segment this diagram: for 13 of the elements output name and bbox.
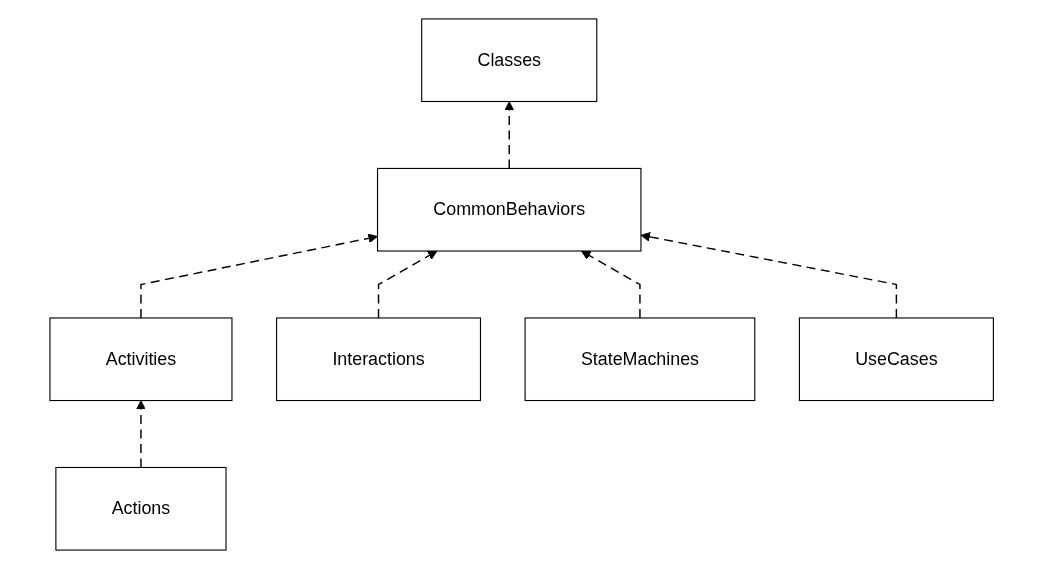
arrow <box>640 232 897 319</box>
node-box: Classes <box>421 18 598 103</box>
node-box: UseCases <box>798 317 994 402</box>
arrow <box>377 250 438 319</box>
node-box: Actions <box>55 466 227 551</box>
node-box: CommonBehaviors <box>376 167 642 252</box>
arrow <box>135 400 146 469</box>
arrow <box>580 250 641 319</box>
arrow <box>140 233 378 319</box>
node-box: Interactions <box>275 317 481 402</box>
arrow <box>504 101 514 170</box>
node-box: Activities <box>49 317 233 402</box>
node-box: StateMachines <box>524 317 756 402</box>
